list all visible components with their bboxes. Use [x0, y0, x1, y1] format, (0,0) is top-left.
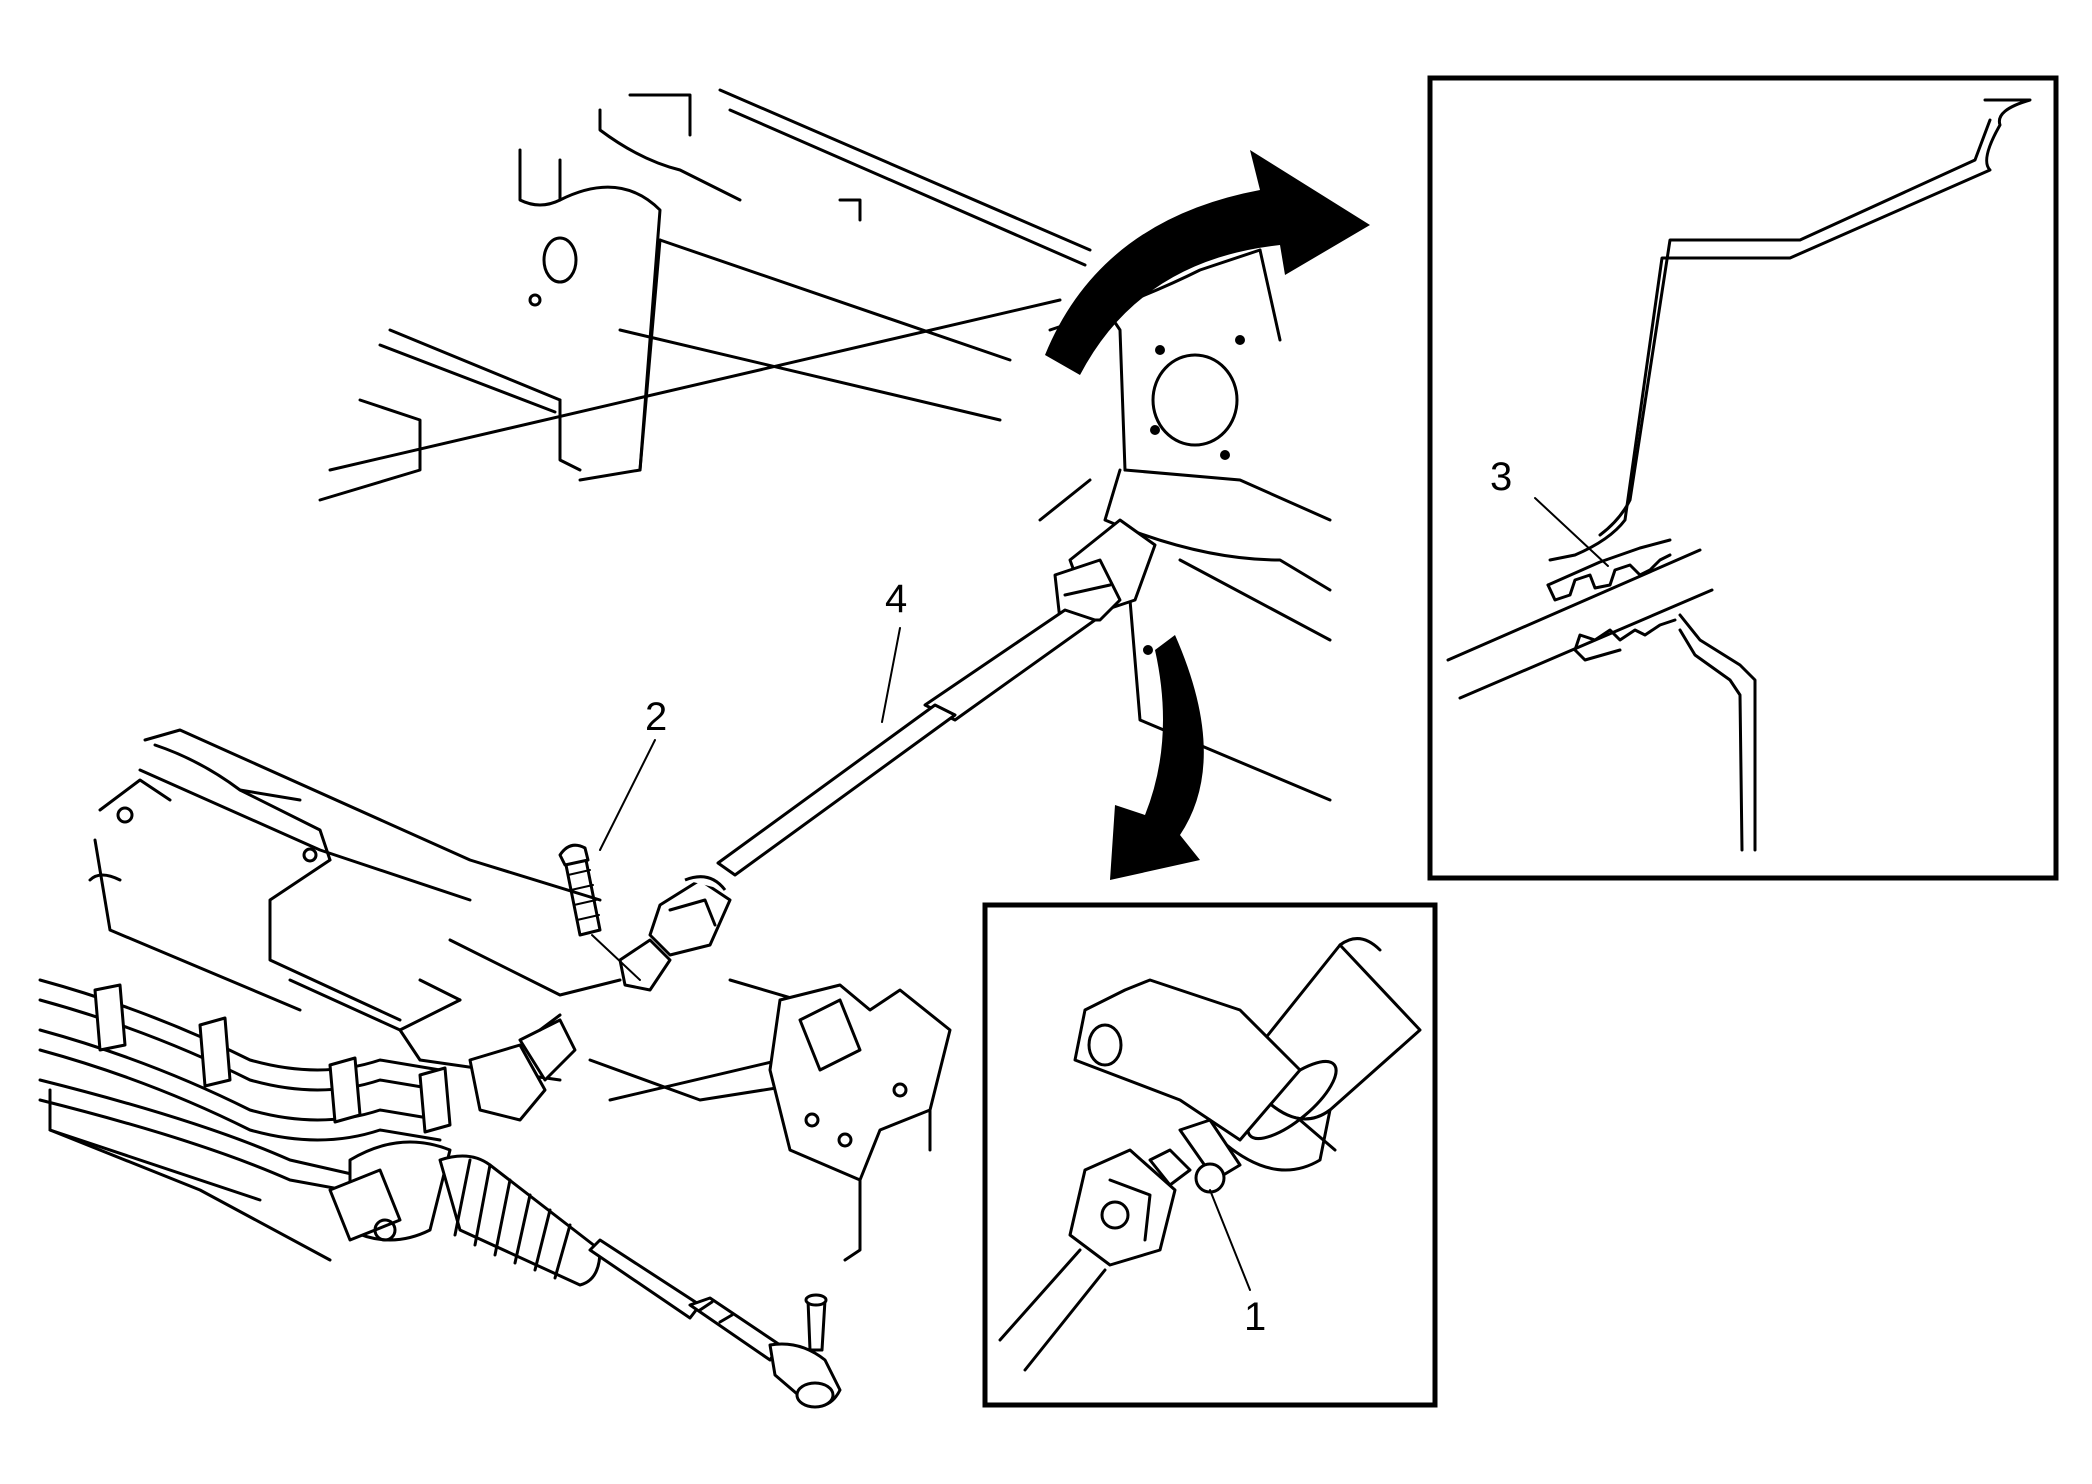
front-crossmember — [88, 728, 622, 1082]
arrow-to-detail-1 — [1110, 635, 1204, 880]
callout-4: 4 — [881, 577, 907, 723]
vehicle-body — [318, 88, 1332, 802]
intermediate-steering-shaft — [618, 518, 1157, 992]
callout-3-label: 3 — [1490, 455, 1512, 499]
mounting-bracket — [588, 978, 952, 1262]
callout-2: 2 — [599, 695, 667, 851]
callout-4-label: 4 — [885, 577, 907, 621]
arrow-to-detail-3 — [1045, 150, 1370, 375]
callout-1-label: 1 — [1244, 1295, 1266, 1339]
detail-view-1: 1 — [982, 902, 1438, 1408]
detail-view-3: 3 — [1427, 75, 2059, 881]
steering-gear — [38, 978, 842, 1409]
callout-2-label: 2 — [645, 695, 667, 739]
